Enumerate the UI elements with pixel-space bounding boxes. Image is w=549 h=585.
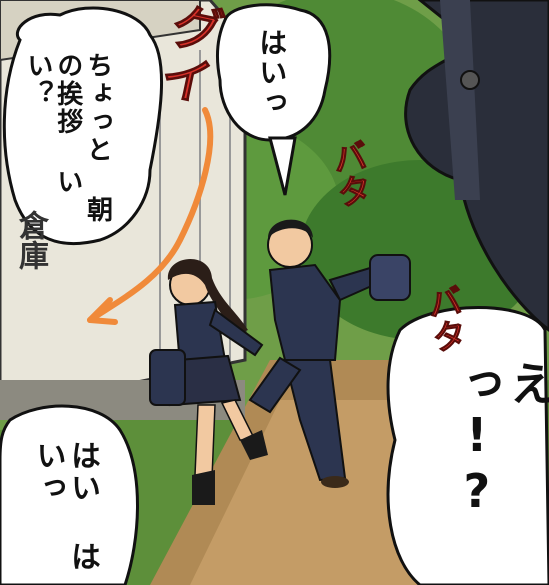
- teacher-figure: [404, 0, 549, 332]
- girl-student: [149, 259, 268, 505]
- bubble-surprise: [386, 306, 549, 585]
- bubble-boy-reply: [216, 3, 332, 142]
- shed-label: 倉庫: [13, 210, 48, 270]
- dialogue-girl-line: ちょっと 朝の挨拶 いい？: [22, 52, 113, 224]
- dialogue-girl-reply: はい はいっ: [30, 440, 101, 573]
- bubble-girl-line: [2, 6, 164, 246]
- sfx-run-2: バタ: [419, 282, 469, 356]
- sfx-run-1: バタ: [324, 137, 374, 211]
- dialogue-surprise: えっ!?: [449, 360, 549, 520]
- boy-student: [248, 219, 411, 488]
- dialogue-boy-reply: はいっ: [255, 28, 289, 118]
- bubble-girl-reply: [0, 404, 139, 585]
- motion-arrow: [87, 107, 214, 323]
